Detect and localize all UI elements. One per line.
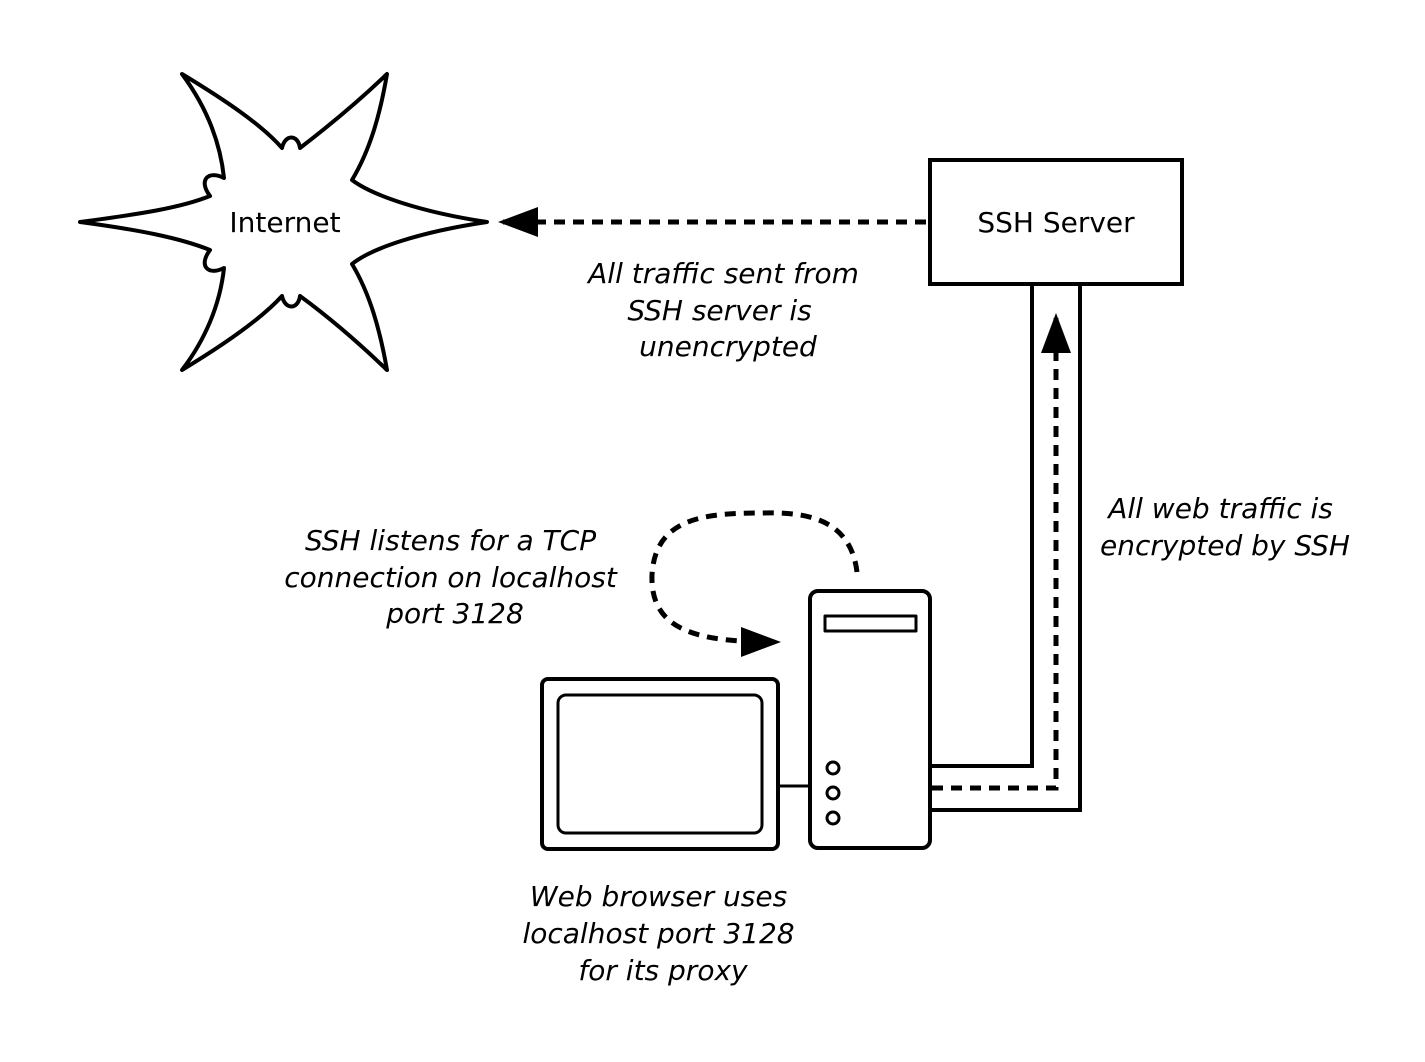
computer-tower-icon [808,589,932,850]
ssh-tunnel-inner-wall [930,286,1034,768]
ssh-server-box [928,158,1184,286]
tower-button-2 [825,785,841,801]
ssh-server-label: SSH Server [977,206,1135,239]
ssh-listens-line-2: connection on localhost [284,561,618,594]
browser-proxy-line-1: Web browser uses [530,880,787,913]
ssh-listens-line-1: SSH listens for a TCP [305,524,596,557]
unencrypted-line-1: All traffic sent from [586,257,859,290]
unencrypted-line-2: SSH server is [627,294,811,327]
tower-button-3 [825,810,841,826]
unencrypted-line-3: unencrypted [639,330,817,363]
internet-cloud-shape [78,72,489,372]
encrypted-line-2: encrypted by SSH [1100,529,1350,562]
internet-label: Internet [229,206,340,239]
internet-node: Internet [78,72,489,372]
ssh-server-node: SSH Server [928,158,1184,286]
browser-proxy-note: Web browser uses localhost port 3128 for… [522,880,803,987]
unencrypted-traffic-note: All traffic sent from SSH server is unen… [586,257,868,363]
ssh-listens-line-3: port 3128 [385,597,524,630]
ssh-listens-note: SSH listens for a TCP connection on loca… [284,524,626,630]
tower-case [808,589,932,850]
encrypted-traffic-note: All web traffic is encrypted by SSH [1100,492,1350,562]
encrypted-line-1: All web traffic is [1106,492,1333,525]
tower-drive-slot [823,614,918,633]
localhost-loop-arrow [649,510,860,657]
browser-proxy-line-3: for its proxy [578,954,748,987]
monitor-bezel [540,677,780,851]
tower-button-1 [825,760,841,776]
encrypted-traffic-arrow [932,313,1071,791]
ssh-tunnel-outer-wall [930,286,1082,812]
monitor-icon [540,677,780,851]
browser-proxy-line-2: localhost port 3128 [522,917,794,950]
monitor-screen [556,693,764,835]
